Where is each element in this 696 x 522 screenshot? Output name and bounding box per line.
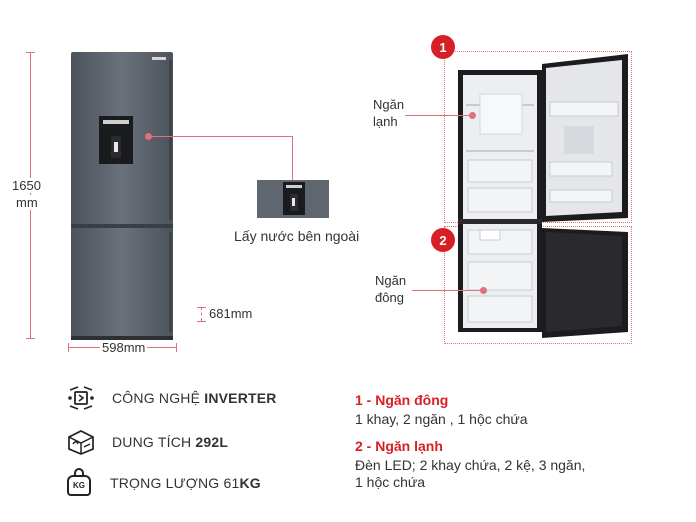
weight-icon-handle xyxy=(74,468,84,476)
dimension-height-cap-top xyxy=(26,52,35,53)
depth-value: 681mm xyxy=(209,306,253,321)
feature-row-weight: KG TRỌNG LƯỢNG 61KG xyxy=(66,466,261,500)
detail-1-line-1: 1 khay, 2 ngăn , 1 hộc chứa xyxy=(355,411,528,427)
cooler-pointer xyxy=(405,115,471,116)
dispenser-closeup xyxy=(257,180,329,218)
height-value: 1650 xyxy=(12,178,41,193)
cooler-label-line1: Ngăn xyxy=(373,97,405,112)
detail-1-title: 1 - Ngăn đông xyxy=(355,392,449,408)
compartment-badge-1: 1 xyxy=(431,35,455,59)
open-fridge xyxy=(458,54,628,338)
callout-dot xyxy=(145,133,152,140)
feature-capacity-strong: 292L xyxy=(195,434,229,450)
feature-inverter-strong: INVERTER xyxy=(204,390,277,406)
weight-icon-text: KG xyxy=(73,481,85,490)
freezer-label-line1: Ngăn xyxy=(375,273,407,288)
dispenser-caption: Lấy nước bên ngoài xyxy=(234,228,360,244)
feature-weight-strong: KG xyxy=(239,475,261,491)
freezer-label: Ngăn đông xyxy=(375,272,406,306)
cooler-label-line2: lạnh xyxy=(373,114,398,129)
dimension-depth-cap-top xyxy=(197,307,206,308)
detail-block-1: 1 - Ngăn đông 1 khay, 2 ngăn , 1 hộc chứ… xyxy=(355,392,528,428)
detail-2-line-1: Đèn LED; 2 khay chứa, 2 kệ, 3 ngăn, xyxy=(355,457,586,473)
freezer-pointer xyxy=(412,290,482,291)
inverter-chip-icon xyxy=(68,386,94,410)
dimension-width-cap-left xyxy=(68,343,69,352)
detail-2-title: 2 - Ngăn lạnh xyxy=(355,438,443,454)
dimension-height-cap-bottom xyxy=(26,338,35,339)
dimension-depth-cap-bottom xyxy=(197,321,206,322)
closed-fridge xyxy=(71,52,173,340)
height-unit: mm xyxy=(16,195,38,210)
capacity-box-icon xyxy=(68,430,94,455)
feature-capacity-prefix: DUNG TÍCH xyxy=(112,434,196,450)
feature-inverter-prefix: CÔNG NGHỆ xyxy=(112,390,205,406)
feature-row-inverter: CÔNG NGHỆ INVERTER xyxy=(66,382,277,414)
callout-line-horizontal xyxy=(148,136,292,137)
width-value: 598mm xyxy=(100,340,148,355)
dimension-width-cap-right xyxy=(176,343,177,352)
cooler-pointer-dot xyxy=(469,112,476,119)
dimension-depth-line xyxy=(201,307,202,321)
compartment-badge-2: 2 xyxy=(431,228,455,252)
weight-icon-body: KG xyxy=(67,475,91,496)
freezer-label-line2: đông xyxy=(375,290,404,305)
feature-row-capacity: DUNG TÍCH 292L xyxy=(66,426,228,458)
callout-line-vertical xyxy=(292,136,293,180)
detail-block-2: 2 - Ngăn lạnh Đèn LED; 2 khay chứa, 2 kệ… xyxy=(355,438,585,491)
detail-2-line-2: 1 hộc chứa xyxy=(355,474,426,490)
weight-kg-icon: KG xyxy=(66,468,92,498)
cooler-label: Ngăn lạnh xyxy=(373,96,404,130)
feature-weight-prefix: TRỌNG LƯỢNG 61 xyxy=(110,475,240,491)
freezer-pointer-dot xyxy=(480,287,487,294)
